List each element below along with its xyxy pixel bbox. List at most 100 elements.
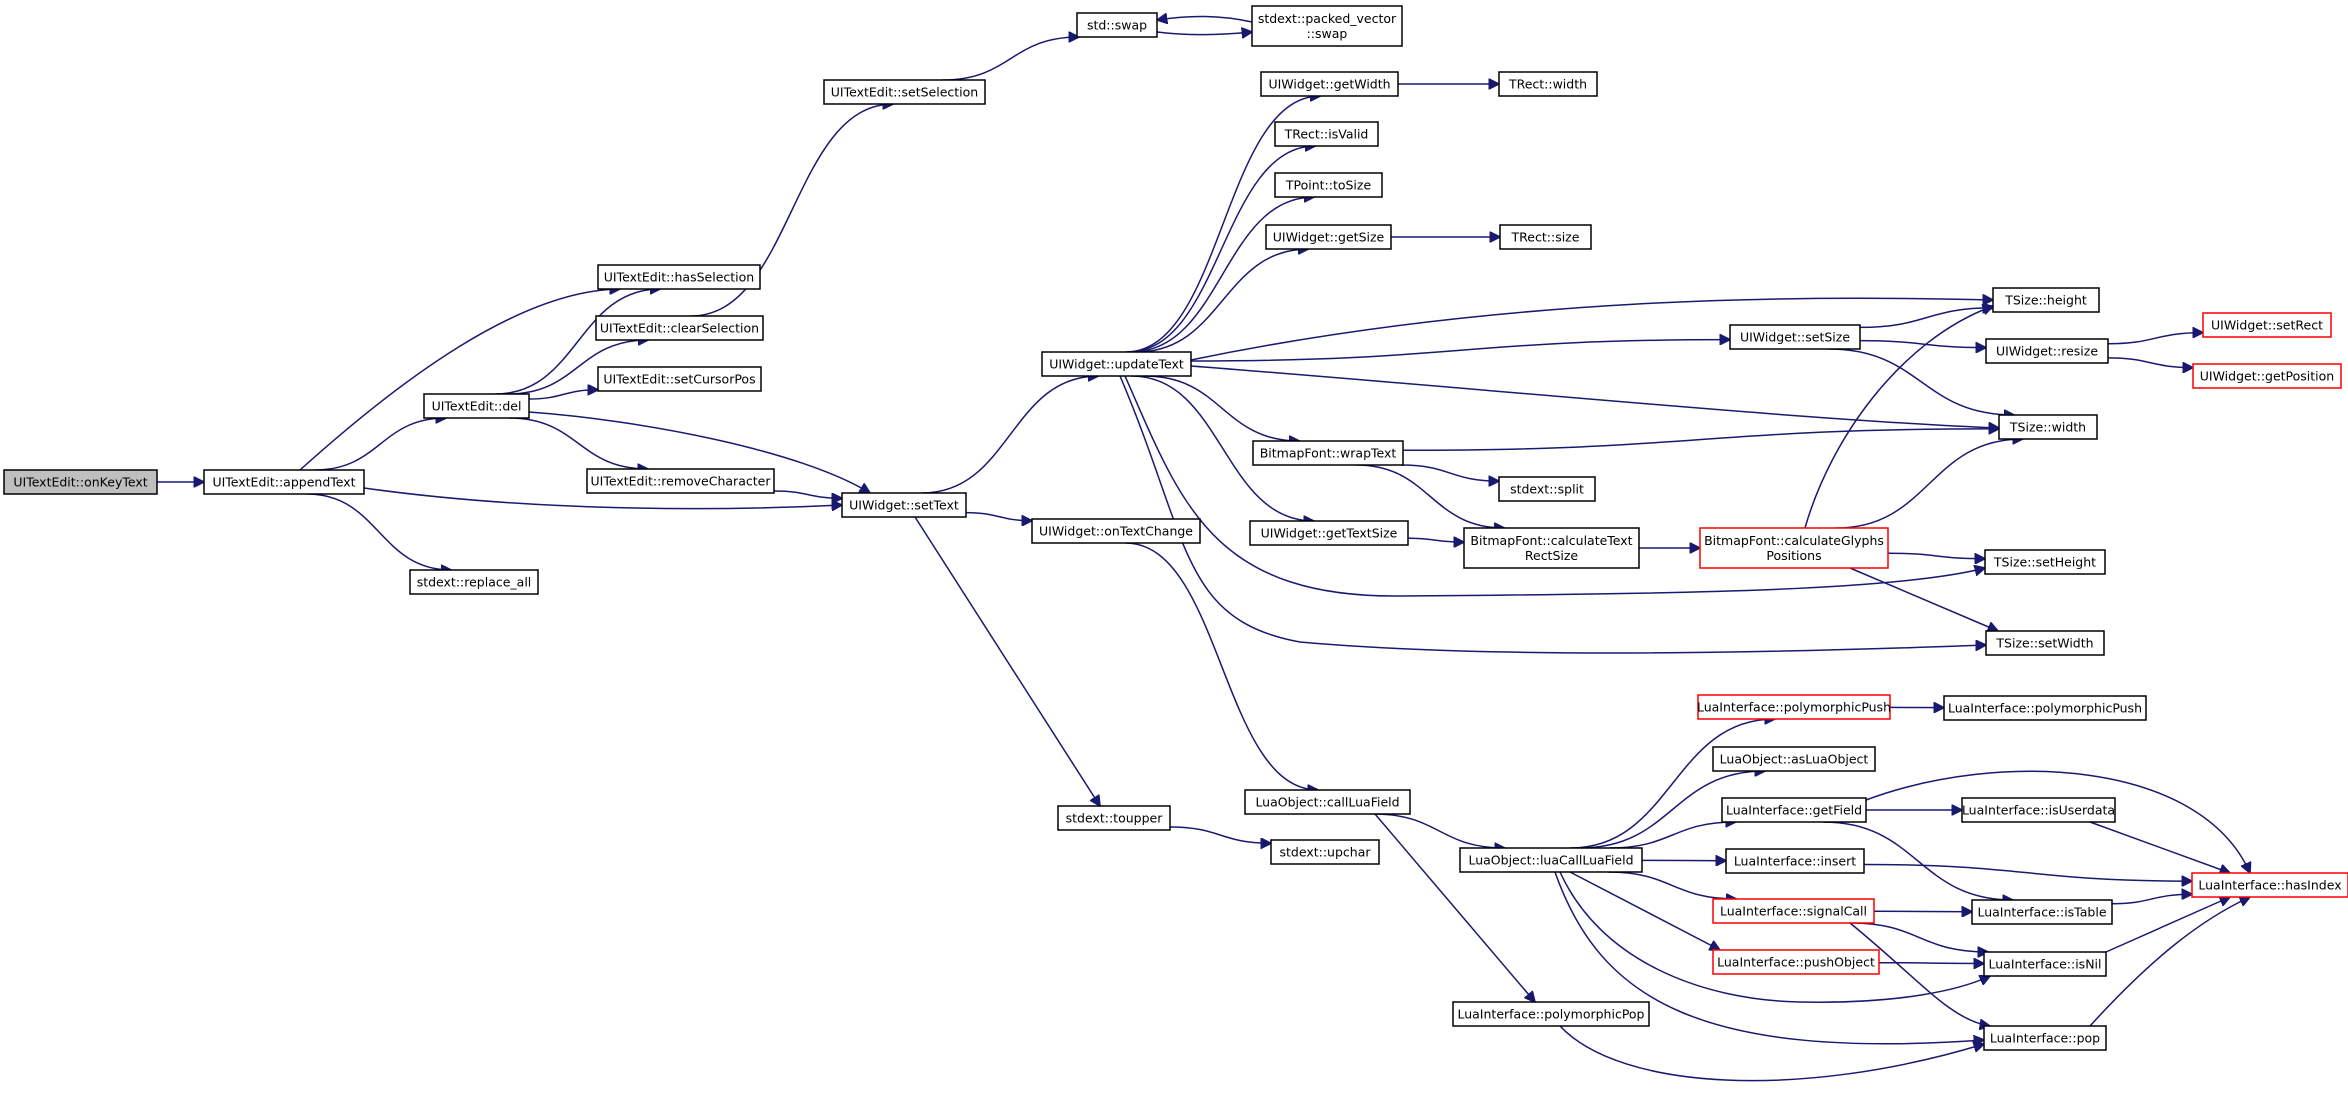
node-set-width[interactable]: TSize::setWidth bbox=[1985, 630, 2105, 656]
node-label: UITextEdit::clearSelection bbox=[600, 321, 759, 336]
call-edge-path bbox=[1190, 340, 1730, 362]
call-edge-path bbox=[1119, 375, 1986, 654]
call-edge-path bbox=[1823, 821, 2013, 900]
node-get-width[interactable]: UIWidget::getWidth bbox=[1260, 71, 1399, 97]
node-is-nil[interactable]: LuaInterface::isNil bbox=[1983, 951, 2107, 977]
call-edge bbox=[1125, 542, 1318, 790]
node-label: UITextEdit::removeCharacter bbox=[591, 474, 772, 489]
node-set-text[interactable]: UIWidget::setText bbox=[841, 492, 967, 518]
call-edge bbox=[528, 411, 870, 493]
node-box bbox=[597, 366, 762, 392]
node-label: LuaInterface::polymorphicPush bbox=[1697, 700, 1891, 715]
call-edge bbox=[528, 390, 598, 400]
node-label: RectSize bbox=[1525, 548, 1579, 563]
node-pv-swap[interactable]: stdext::packed_vector::swap bbox=[1251, 5, 1403, 47]
node-get-size[interactable]: UIWidget::getSize bbox=[1265, 224, 1392, 250]
node-to-size[interactable]: TPoint::toSize bbox=[1274, 172, 1383, 198]
node-push-object[interactable]: LuaInterface::pushObject bbox=[1712, 949, 1880, 975]
call-edge-path bbox=[528, 390, 598, 400]
node-ts-width[interactable]: TSize::width bbox=[1998, 414, 2098, 440]
node-box bbox=[1252, 440, 1404, 466]
call-edge-path bbox=[1859, 308, 1993, 329]
node-lua-call-lua-field[interactable]: LuaObject::luaCallLuaField bbox=[1459, 847, 1643, 873]
node-has-selection[interactable]: UITextEdit::hasSelection bbox=[597, 264, 761, 290]
call-edge bbox=[1190, 365, 1999, 428]
call-edge bbox=[1356, 464, 1504, 528]
call-edge-path bbox=[1579, 771, 1765, 849]
call-edge-path bbox=[942, 37, 1079, 81]
node-box bbox=[1041, 351, 1192, 377]
call-edge-path bbox=[1156, 32, 1252, 35]
node-get-text-size[interactable]: UIWidget::getTextSize bbox=[1249, 520, 1409, 546]
node-trect-width[interactable]: TRect::width bbox=[1498, 71, 1598, 97]
node-toupper[interactable]: stdext::toupper bbox=[1057, 805, 1171, 831]
node-is-table[interactable]: LuaInterface::isTable bbox=[1971, 899, 2113, 925]
node-box bbox=[1984, 549, 2106, 575]
node-box bbox=[1499, 224, 1592, 250]
node-is-valid[interactable]: TRect::isValid bbox=[1274, 121, 1379, 147]
node-box bbox=[1983, 951, 2107, 977]
node-set-rect[interactable]: UIWidget::setRect bbox=[2202, 312, 2332, 338]
call-edge-path bbox=[1400, 464, 1499, 481]
node-remove-character[interactable]: UITextEdit::removeCharacter bbox=[586, 468, 775, 494]
call-edge-path bbox=[1402, 429, 1999, 452]
node-resize[interactable]: UIWidget::resize bbox=[1985, 338, 2109, 364]
node-label: UIWidget::updateText bbox=[1049, 357, 1184, 372]
call-edge-path bbox=[1124, 375, 1985, 597]
node-box bbox=[1943, 695, 2147, 721]
node-has-index[interactable]: LuaInterface::hasIndex bbox=[2191, 872, 2348, 898]
node-label: stdext::split bbox=[1510, 482, 1584, 497]
node-poly-push[interactable]: LuaInterface::polymorphicPush bbox=[1943, 695, 2147, 721]
call-edge bbox=[1863, 863, 2192, 882]
node-box bbox=[1712, 949, 1880, 975]
node-std-swap[interactable]: std::swap bbox=[1076, 12, 1158, 38]
call-edge-path bbox=[1849, 922, 1990, 1026]
call-edge-path bbox=[1609, 822, 1735, 849]
node-pop[interactable]: LuaInterface::pop bbox=[1983, 1025, 2107, 1051]
node-wrap-text[interactable]: BitmapFont::wrapText bbox=[1252, 440, 1404, 466]
node-as-lua-object[interactable]: LuaObject::asLuaObject bbox=[1712, 746, 1876, 772]
node-box bbox=[586, 468, 775, 494]
node-is-userdata[interactable]: LuaInterface::isUserdata bbox=[1961, 797, 2116, 823]
node-trect-size[interactable]: TRect::size bbox=[1499, 224, 1592, 250]
call-edge-path bbox=[1374, 813, 1535, 1002]
call-edge bbox=[1887, 552, 1985, 559]
node-ts-height[interactable]: TSize::height bbox=[1992, 287, 2100, 313]
call-edge bbox=[914, 516, 1100, 806]
node-clear-selection[interactable]: UITextEdit::clearSelection bbox=[595, 315, 764, 341]
node-label: LuaInterface::isTable bbox=[1977, 905, 2106, 920]
node-on-text-change[interactable]: UIWidget::onTextChange bbox=[1031, 518, 1201, 544]
node-box bbox=[1249, 520, 1409, 546]
node-label: UIWidget::getSize bbox=[1273, 230, 1385, 245]
node-replace-all[interactable]: stdext::replace_all bbox=[409, 569, 539, 595]
node-get-field[interactable]: LuaInterface::getField bbox=[1721, 797, 1867, 823]
call-edge-path bbox=[507, 340, 649, 395]
node-set-selection[interactable]: UITextEdit::setSelection bbox=[823, 79, 986, 105]
node-insert[interactable]: LuaInterface::insert bbox=[1725, 848, 1865, 874]
node-poly-pop[interactable]: LuaInterface::polymorphicPop bbox=[1452, 1001, 1650, 1027]
node-update-text[interactable]: UIWidget::updateText bbox=[1041, 351, 1192, 377]
call-edge bbox=[1400, 464, 1499, 481]
node-signal-call[interactable]: LuaInterface::signalCall bbox=[1712, 898, 1875, 924]
node-set-size[interactable]: UIWidget::setSize bbox=[1729, 324, 1861, 350]
call-edge bbox=[1849, 922, 1990, 1026]
node-poly-push-r[interactable]: LuaInterface::polymorphicPush bbox=[1697, 694, 1891, 720]
node-set-height[interactable]: TSize::setHeight bbox=[1984, 549, 2106, 575]
node-del[interactable]: UITextEdit::del bbox=[423, 393, 530, 419]
node-split[interactable]: stdext::split bbox=[1498, 476, 1596, 502]
node-label: stdext::replace_all bbox=[417, 575, 532, 590]
call-edge bbox=[363, 487, 842, 509]
node-label: UITextEdit::appendText bbox=[212, 475, 355, 490]
node-label: UIWidget::getWidth bbox=[1268, 77, 1390, 92]
node-box bbox=[1712, 746, 1876, 772]
call-edge-path bbox=[922, 376, 1098, 494]
node-upchar[interactable]: stdext::upchar bbox=[1270, 839, 1380, 865]
node-call-lua-field[interactable]: LuaObject::callLuaField bbox=[1244, 789, 1411, 815]
node-get-position[interactable]: UIWidget::getPosition bbox=[2192, 363, 2342, 389]
edges-layer bbox=[157, 16, 2250, 1082]
node-set-cursor-pos[interactable]: UITextEdit::setCursorPos bbox=[597, 366, 762, 392]
call-edge-path bbox=[495, 289, 660, 395]
node-append-text[interactable]: UITextEdit::appendText bbox=[203, 469, 365, 495]
